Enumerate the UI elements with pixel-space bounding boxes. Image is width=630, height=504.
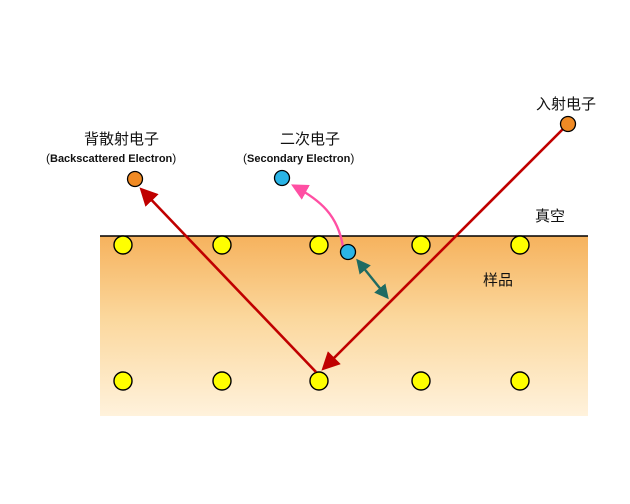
atom — [309, 371, 329, 391]
incident-electron — [559, 115, 577, 133]
atom — [113, 371, 133, 391]
sample-region — [100, 236, 588, 416]
incident-label: 入射电子 — [536, 95, 597, 113]
secondary-electron — [273, 169, 291, 187]
atom — [212, 235, 232, 255]
paren-close: ) — [350, 151, 355, 165]
secondary-label-en: (Secondary Electron) — [243, 151, 354, 165]
atom — [510, 371, 530, 391]
vacuum-label: 真空 — [535, 207, 566, 225]
backscattered-label-en-text: Backscattered Electron — [50, 153, 173, 165]
paren-open: ( — [46, 151, 50, 165]
atom — [309, 235, 329, 255]
backscattered-label-cn: 背散射电子 — [84, 130, 160, 148]
atom — [212, 371, 232, 391]
secondary-label-cn: 二次电子 — [280, 130, 341, 148]
secondary-label-en-text: Secondary Electron — [247, 153, 351, 165]
backscattered-electron — [126, 170, 144, 188]
atom — [411, 371, 431, 391]
backscattered-beam-arrow — [139, 187, 317, 373]
atom-row-bottom — [113, 371, 530, 391]
paren-open: ( — [243, 151, 247, 165]
atom-row-top — [113, 235, 530, 255]
incident-beam-arrow — [321, 128, 564, 371]
sample-label: 样品 — [483, 271, 514, 289]
secondary-electron-origin — [339, 243, 357, 261]
backscattered-label-en: (Backscattered Electron) — [46, 151, 176, 165]
interaction-arrow — [356, 258, 389, 300]
paren-close: ) — [172, 151, 177, 165]
atom — [510, 235, 530, 255]
atom — [113, 235, 133, 255]
secondary-electron-path — [291, 184, 345, 248]
atom — [411, 235, 431, 255]
